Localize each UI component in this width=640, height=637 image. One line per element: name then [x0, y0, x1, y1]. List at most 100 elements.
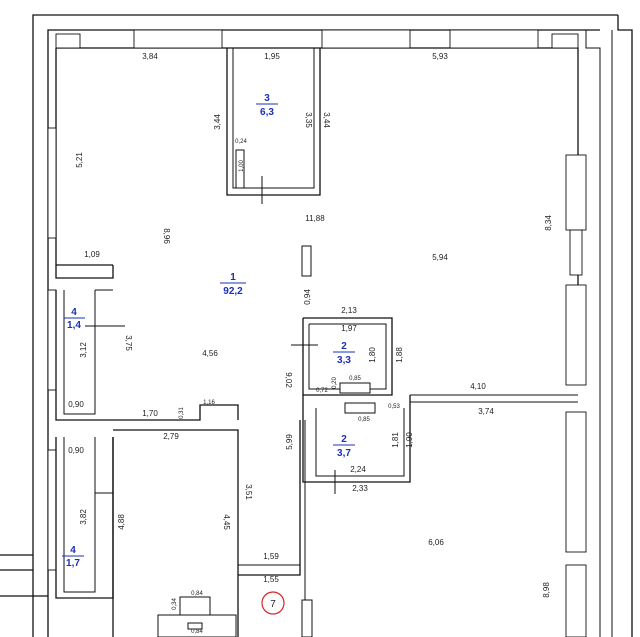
- dimension-label: 3,74: [478, 407, 494, 416]
- dimension-label: 8,98: [542, 582, 551, 598]
- dimension-label: 2,33: [352, 484, 368, 493]
- room2b-inner: [315, 408, 405, 477]
- window-top-5: [551, 33, 579, 49]
- dimension-label: 6,06: [428, 538, 444, 547]
- bottom-fixtures: [157, 596, 237, 637]
- room2a-inner: [308, 323, 387, 390]
- room-3-walls: [226, 48, 321, 204]
- room2b-outer: [302, 395, 411, 483]
- dimension-label: 0,84: [191, 591, 203, 597]
- room4a-inner: [63, 290, 96, 415]
- room-label-4a: 4 1,4: [64, 307, 85, 331]
- dimension-label: 5,99: [285, 434, 294, 450]
- window-left-1: [47, 127, 57, 239]
- room1-left-wall: [55, 48, 113, 266]
- room-number: 3: [264, 93, 270, 104]
- dimension-label: 8,96: [162, 228, 171, 244]
- dimension-label: 0,94: [303, 289, 312, 305]
- dimension-label: 0,53: [388, 404, 400, 410]
- marker-circle: [261, 591, 285, 615]
- room2b-sink: [344, 402, 376, 414]
- room2a-outer: [302, 317, 393, 396]
- room-label-4b: 4 1,7: [62, 545, 84, 569]
- dimension-label: 1,09: [84, 250, 100, 259]
- dimension-label: 9,02: [284, 372, 293, 388]
- window-left-2: [47, 289, 57, 391]
- right-inner-wall: [585, 30, 601, 637]
- window-top-2: [133, 29, 223, 49]
- dimension-label: 0,20: [332, 377, 338, 389]
- dimension-label: 5,94: [432, 253, 448, 262]
- dimension-label: 1,80: [368, 347, 377, 363]
- top-windows: [55, 29, 579, 49]
- room-area: 1,7: [66, 558, 80, 569]
- dimension-label: 5,21: [75, 152, 84, 168]
- room-label-3: 3 6,3: [256, 93, 278, 118]
- room-2b-walls: [302, 394, 578, 494]
- dimension-label: 5,93: [432, 52, 448, 61]
- window-top-4: [449, 29, 539, 49]
- dimension-label: 1,88: [395, 347, 404, 363]
- dimension-label: 3,51: [244, 484, 253, 500]
- dimension-label: 3,44: [213, 114, 222, 130]
- dimension-label: 4,88: [117, 514, 126, 530]
- room4a-top: [55, 265, 114, 279]
- room2a-sink: [339, 382, 371, 394]
- window-top-3: [321, 29, 411, 49]
- dimension-label: 0,85: [349, 376, 361, 382]
- room-area: 92,2: [223, 286, 243, 297]
- window-right-1: [565, 154, 587, 231]
- dimension-label: 1,00: [239, 160, 245, 172]
- inner-wall-line: [47, 29, 600, 637]
- dimension-label: 0,24: [235, 139, 247, 145]
- room-label-1: 1 92,2: [220, 272, 246, 297]
- outer-wall-line: [32, 14, 618, 637]
- fixture-bottom-3: [187, 622, 203, 630]
- dimension-label: 3,44: [322, 112, 331, 128]
- room-label-2a: 2 3,3: [333, 341, 355, 366]
- room-number: 2: [341, 434, 347, 445]
- dimension-label: 4,45: [222, 514, 231, 530]
- marker: 7: [261, 591, 285, 615]
- dimension-label: 11,88: [305, 214, 325, 223]
- room-area: 3,7: [337, 448, 351, 459]
- dimension-label: 1,55: [263, 575, 279, 584]
- marker-label: 7: [270, 599, 276, 610]
- column-center: [301, 245, 312, 277]
- dimension-label: 3,84: [142, 52, 158, 61]
- dimension-label: 0,90: [68, 400, 84, 409]
- lower-room-outline: [113, 429, 239, 637]
- dimension-label: 1,16: [203, 400, 215, 406]
- dimension-label: 3,12: [79, 342, 88, 358]
- room-area: 1,4: [67, 320, 81, 331]
- dimension-label: 2,13: [341, 306, 357, 315]
- room-number: 4: [71, 307, 77, 318]
- window-right-3: [565, 411, 587, 553]
- left-windows: [47, 127, 57, 571]
- dimension-label: 0,31: [179, 407, 185, 419]
- right-windows: [565, 154, 587, 637]
- room3-inner: [232, 48, 315, 189]
- dimension-label: 1,70: [142, 409, 158, 418]
- lower-corridor-wall: [238, 420, 301, 576]
- dimension-label: 1,95: [264, 52, 280, 61]
- room-number: 1: [230, 272, 236, 283]
- lower-door: [301, 599, 313, 637]
- dimension-label: 0,85: [358, 417, 370, 423]
- dimension-label: 4,10: [470, 382, 486, 391]
- room-number: 4: [70, 545, 76, 556]
- room4a-outline: [55, 290, 113, 421]
- lower-walls: [112, 404, 313, 637]
- room4b-inner: [63, 437, 96, 593]
- room3-door-frame: [235, 149, 245, 189]
- dimension-label: 3,75: [124, 335, 133, 351]
- room-area: 3,3: [337, 355, 351, 366]
- dimension-label: 3,35: [304, 112, 313, 128]
- room-labels: 1 92,2 2 3,3 2 3,7 3 6,3 4 1,4 4 1,7: [62, 93, 355, 569]
- window-right-4: [565, 564, 587, 637]
- room-number: 2: [341, 341, 347, 352]
- dimension-label: 1,81: [391, 432, 400, 448]
- dimension-label: 3,82: [79, 509, 88, 525]
- dimension-label: 0,34: [172, 598, 178, 610]
